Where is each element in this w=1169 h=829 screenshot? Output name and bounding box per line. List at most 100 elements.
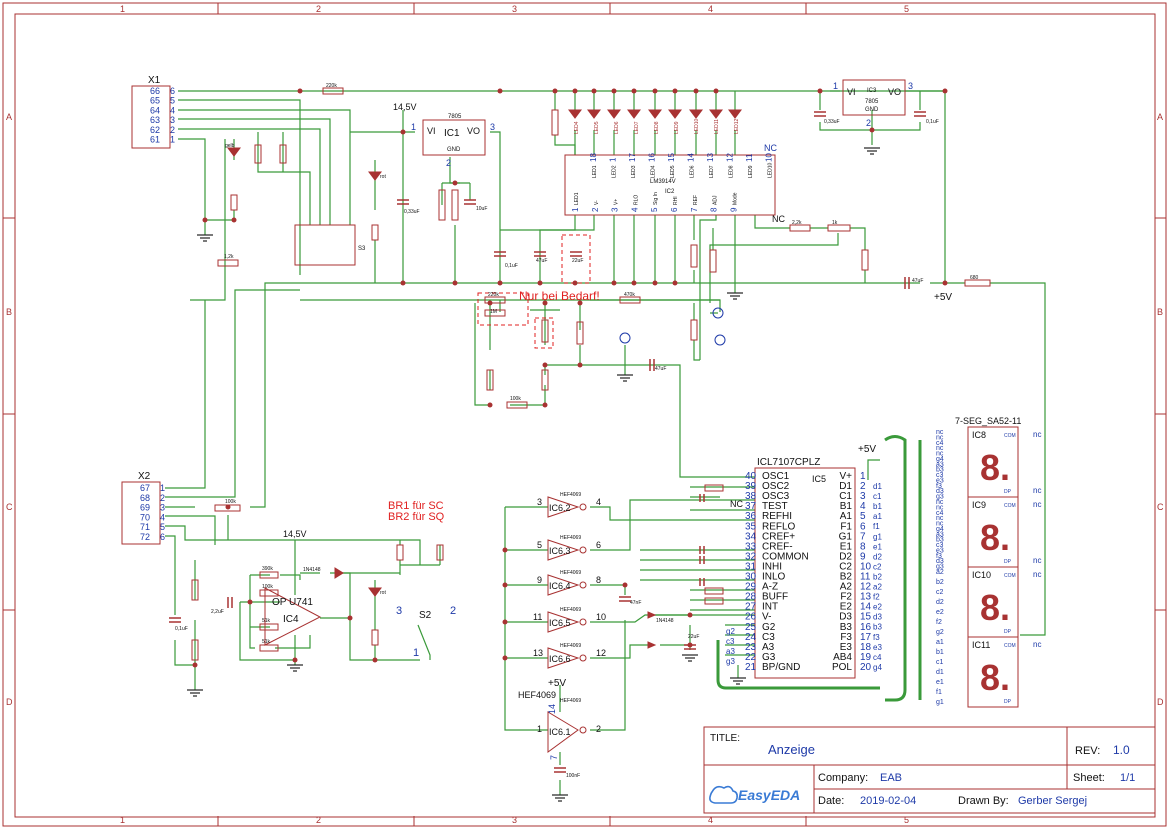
ic2-top-pin-label: LED4	[651, 165, 657, 178]
inverter-part: HEF4069	[560, 643, 581, 649]
ic5-right-pin-label: F2	[840, 592, 852, 603]
ic2-bottom-pin-label: ADJ	[713, 195, 719, 205]
ic5-left-pin-number: 34	[745, 531, 757, 542]
ic5-left-pin-number: 36	[745, 511, 757, 522]
ic5-right-pin-label: D3	[839, 612, 852, 623]
display-pin-net: e2	[936, 609, 944, 616]
ic2-top-pin-label: LED6	[690, 165, 696, 178]
frame-column-bottom: 3	[512, 815, 517, 825]
ic2-bottom-pin-label: Mode	[732, 192, 738, 205]
display-pin-net: b3	[936, 537, 944, 544]
svg-text:8.: 8.	[980, 447, 1010, 488]
frame-row-right: B	[1157, 307, 1163, 317]
led-ref-label: LED6	[614, 121, 620, 134]
ic2-bottom-pin-number: 6	[670, 207, 679, 212]
ic2-bottom-pin-number: 5	[650, 207, 659, 212]
ic5-left-pin-label: COMMON	[762, 551, 809, 562]
ic5-supply: +5V	[858, 444, 876, 455]
ic2-top-pin-label: LED8	[729, 165, 735, 178]
ic2-nc-top: NC	[764, 143, 777, 153]
display-pin-net: g4	[936, 526, 944, 533]
ic2-bottom-pin-label: Sig In	[653, 192, 659, 205]
ic5-right-pin-number: 5	[860, 511, 866, 522]
display-pin-net: nc	[936, 521, 944, 528]
x2-net-label: 69	[140, 503, 150, 513]
ic5-right-pin-number: 10	[860, 561, 872, 572]
ic2-bottom-pin-label: V-	[594, 200, 600, 205]
inverter-supply: +5V	[548, 678, 566, 689]
ic2-bottom-pin-number: 7	[690, 207, 699, 212]
component-value: 100k	[262, 584, 273, 590]
display-pin-net: g4	[936, 456, 944, 463]
ic5-right-pin-number: 3	[860, 491, 866, 502]
ic1-part: 7805	[448, 114, 462, 120]
component-value: 10uF	[476, 206, 487, 212]
ic2-top-pin-label: LED9	[748, 165, 754, 178]
x1-pin-number: 5	[170, 96, 175, 106]
ic5-left-pin-number: 25	[745, 622, 757, 633]
cloud-icon	[709, 785, 738, 804]
ic5-left-pin-label: OSC2	[762, 481, 790, 492]
frame-row-left: A	[6, 112, 12, 122]
ic1-gnd: GND	[447, 147, 461, 153]
ic1-vi: VI	[427, 126, 436, 136]
led-ref-label: LED8	[654, 121, 660, 134]
ic2-nc-mode: NC	[772, 214, 785, 224]
ic5-net-label: f2	[873, 593, 880, 602]
ic2-top-pin-number: 15	[667, 153, 676, 162]
inverter-name: IC6.6	[549, 654, 571, 664]
ic5-right-pin-number: 12	[860, 582, 872, 593]
inverter-in-pin: 5	[537, 540, 542, 550]
ic5-right-pin-number: 16	[860, 622, 872, 633]
inverter-out-pin: 8	[596, 575, 601, 585]
ic5-net-label: d1	[873, 482, 882, 491]
ic5-right-pin-number: 11	[860, 572, 871, 583]
display-pin-net: nc	[936, 445, 944, 452]
ic5-net-label: e3	[873, 643, 882, 652]
frame-row-right: A	[1157, 112, 1163, 122]
display-pin-net: c3	[936, 472, 944, 479]
component-value: 220k	[326, 83, 337, 89]
ic5-left-pin-label: BP/GND	[762, 662, 800, 673]
x2-pin-number: 3	[160, 503, 165, 513]
component-value: 220k	[488, 292, 499, 298]
ic5-right-pin-label: E2	[840, 602, 853, 613]
display-pin-net: d2	[936, 599, 944, 606]
ic5-left-pin-label: CREF+	[762, 531, 795, 542]
display-pin-net: nc	[936, 499, 944, 506]
frame-column-bottom: 2	[316, 815, 321, 825]
display-name: IC11	[972, 640, 990, 650]
display-nc: nc	[1033, 640, 1041, 649]
ic5-net-label: b3	[873, 623, 882, 632]
inverter-out-pin: 12	[596, 648, 606, 658]
ic5-net-label: g3	[726, 657, 735, 666]
ic5-left-pin-label: G3	[762, 652, 776, 663]
inverter-out-pin: 6	[596, 540, 601, 550]
title-block-frame	[703, 726, 1156, 814]
inner-frame	[14, 13, 1156, 818]
s2-pin3: 3	[396, 605, 402, 617]
ic5-net-label: e1	[873, 542, 882, 551]
ic5-net-label: a3	[726, 647, 735, 656]
display-dp: DP	[1004, 559, 1012, 565]
ic5-left-pin-label: INHI	[762, 561, 782, 572]
component-value: 1N4148	[303, 567, 321, 573]
display-name: IC10	[972, 570, 991, 580]
component-value: 0,1uF	[926, 119, 939, 125]
display-dp: DP	[1004, 489, 1012, 495]
display-pin-net: d3	[936, 558, 944, 565]
ic1-name: IC1	[444, 128, 460, 139]
ic5-left-pin-number: 40	[745, 471, 757, 482]
component-value: 47nF	[630, 600, 641, 606]
display-dp: DP	[1004, 699, 1012, 705]
component-value: 51k	[262, 639, 271, 645]
s3-label: S3	[358, 246, 366, 252]
ic2-top-pin-number: 14	[687, 153, 696, 162]
display-pin-net: g3	[936, 564, 944, 571]
display-pin-net: e3	[936, 477, 944, 484]
ic2-bottom-pin-number: 2	[591, 207, 600, 212]
ic2-top-pin-number: 16	[648, 153, 657, 162]
display-pin-net: nc	[936, 515, 944, 522]
component-layer	[121, 79, 1019, 753]
